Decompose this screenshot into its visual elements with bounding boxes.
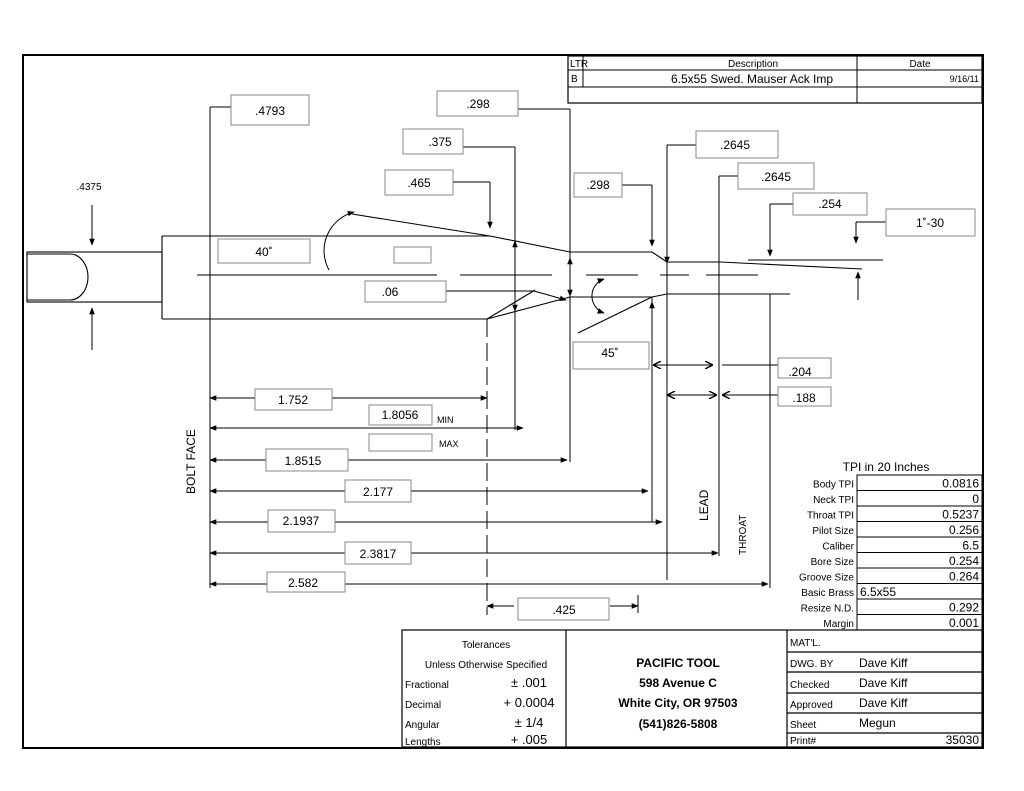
tolerances-title: Tolerances (462, 640, 510, 651)
dim-len-8: .425 (552, 603, 576, 617)
dim-shoulder-dia: .375 (428, 135, 452, 149)
dim-len-3: 1.8515 (285, 454, 322, 468)
tolerance-value: ± .001 (511, 675, 547, 690)
dim-throat-dia-2: .2645 (761, 170, 791, 184)
dim-bore-dia: .254 (818, 197, 842, 211)
print-label: Print# (790, 736, 817, 747)
dim-throat-angle: 45˚ (601, 346, 618, 360)
rev-ltr-value: B (571, 74, 578, 85)
tpi-row-label: Groove Size (799, 573, 854, 584)
tpi-row-label: Bore Size (811, 557, 855, 568)
dim-len-2: 1.8056 (382, 408, 419, 422)
dim-neck-gap: .06 (382, 285, 399, 299)
tpi-title: TPI in 20 Inches (843, 460, 930, 474)
dim-len-1: 1.752 (278, 393, 308, 407)
company-city: White City, OR 97503 (618, 696, 737, 710)
company-name: PACIFIC TOOL (636, 656, 720, 670)
rev-date-header: Date (909, 59, 931, 70)
tpi-row-value: 0 (972, 492, 979, 506)
dim-len-7: 2.582 (288, 576, 318, 590)
tpi-row-value: 0.256 (949, 523, 979, 537)
tpi-row-value: 6.5x55 (860, 585, 896, 599)
tolerance-label: Fractional (405, 680, 449, 691)
tpi-row-label: Pilot Size (812, 526, 854, 537)
rev-description-value: 6.5x55 Swed. Mauser Ack Imp (671, 72, 833, 86)
company-block: PACIFIC TOOL 598 Avenue C White City, OR… (618, 656, 737, 731)
tpi-row-label: Basic Brass (801, 588, 854, 599)
tolerance-label: Lengths (405, 737, 441, 748)
dim-neck-top: .298 (466, 97, 490, 111)
tolerance-label: Decimal (405, 700, 441, 711)
dim-lead-length: .204 (788, 365, 812, 379)
tpi-row-value: 6.5 (962, 539, 979, 553)
tpi-row-label: Caliber (822, 542, 854, 553)
tolerance-value: ± 1/4 (515, 715, 544, 730)
tpi-row-label: Neck TPI (813, 495, 854, 506)
dim-throat-dia: .2645 (720, 138, 750, 152)
lead-label: LEAD (697, 489, 711, 521)
revision-block: LTR Description Date B 6.5x55 Swed. Maus… (567, 55, 983, 104)
tpi-row-label: Margin (823, 619, 854, 630)
print-value: 35030 (946, 733, 980, 747)
dim-len-2-min: MIN (437, 415, 454, 425)
approved-value: Dave Kiff (859, 696, 908, 710)
dim-body-dia: .4793 (255, 104, 285, 118)
tpi-row-cell (856, 490, 983, 507)
throat-label: THROAT (738, 515, 749, 555)
dim-len-5: 2.1937 (283, 514, 320, 528)
signoff-block: MAT'L. DWG. BY Dave Kiff Checked Dave Ki… (790, 638, 979, 747)
tolerance-value: + 0.0004 (504, 695, 555, 710)
dim-len-6: 2.3817 (360, 547, 397, 561)
dim-base-dia: .4375 (76, 182, 101, 193)
dim-len-4: 2.177 (363, 485, 393, 499)
dim-shoulder-angle: 40˚ (255, 245, 272, 259)
tpi-row-value: 0.0816 (942, 477, 979, 491)
tolerances-block: Tolerances Unless Otherwise Specified Fr… (405, 640, 554, 748)
dim-throat-length: .188 (792, 391, 816, 405)
tolerances-subtitle: Unless Otherwise Specified (425, 660, 547, 671)
dim-neck-dia: .298 (586, 178, 610, 192)
bolt-face-label: BOLT FACE (184, 429, 198, 494)
matl-label: MAT'L. (790, 638, 821, 649)
checked-value: Dave Kiff (859, 676, 908, 690)
company-street: 598 Avenue C (639, 676, 717, 690)
dim-shoulder-ref: .465 (407, 176, 431, 190)
rev-date-value: 9/16/11 (950, 74, 979, 84)
tolerance-label: Angular (405, 720, 440, 731)
shoulder-angle-arc (323, 210, 355, 271)
drawing-border (22, 54, 984, 749)
rev-ltr-header: LTR (570, 59, 588, 70)
company-phone: (541)826-5808 (639, 717, 718, 731)
reamer-profile (26, 213, 883, 334)
sheet-label: Sheet (790, 720, 816, 731)
tpi-row-value: 0.292 (949, 601, 979, 615)
dim-len-2-max: MAX (439, 439, 459, 449)
rev-description-header: Description (728, 59, 778, 70)
tpi-row-value: 0.254 (949, 554, 979, 568)
tpi-row-label: Resize N.D. (801, 604, 854, 615)
checked-label: Checked (790, 680, 829, 691)
tpi-row-value: 0.264 (949, 570, 979, 584)
sheet-value: Megun (859, 716, 896, 730)
dim-taper-angle: 1˚-30 (916, 216, 944, 230)
title-block (401, 629, 983, 748)
tpi-row-label: Throat TPI (807, 511, 854, 522)
dwg-by-label: DWG. BY (790, 659, 834, 670)
dwg-by-value: Dave Kiff (859, 656, 908, 670)
tpi-row-value: 0.001 (949, 616, 979, 630)
tpi-row-value: 0.5237 (942, 508, 979, 522)
tolerance-value: + .005 (511, 732, 548, 747)
dimension-labels: .4375 .4793 .298 .375 .465 40˚ .06 .298 … (76, 97, 944, 617)
dimension-boxes (217, 90, 976, 621)
tpi-row-label: Body TPI (813, 480, 854, 491)
throat-angle-arc (591, 278, 605, 314)
approved-label: Approved (790, 700, 833, 711)
